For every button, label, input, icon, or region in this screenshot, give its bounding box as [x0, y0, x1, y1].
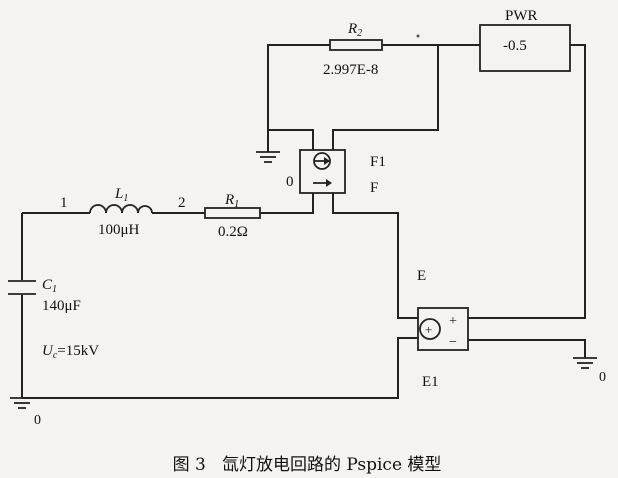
uc-label: Uc=15kV: [42, 343, 99, 361]
wire-r1-f1: [260, 193, 314, 214]
resistor-r1: [204, 207, 261, 219]
e-label: E: [417, 268, 426, 284]
node-0-label: 0: [286, 174, 294, 190]
r2-name: R2: [347, 21, 362, 39]
ground-right: [573, 357, 597, 369]
ground-right-label: 0: [599, 370, 606, 385]
f1-name: F1: [370, 154, 386, 170]
wire-r2-down: [332, 45, 439, 150]
r2-value: 2.997E-8: [323, 62, 378, 78]
pwr-box: [479, 24, 571, 72]
wire-e1-minus: [468, 339, 586, 358]
e1-minus: −: [449, 335, 457, 350]
node-1-label: 1: [60, 195, 68, 211]
l1-name: L1: [114, 186, 128, 204]
c1-name: C1: [42, 277, 57, 295]
wire-e1-bottom: [22, 337, 418, 399]
source-f1: [299, 149, 346, 194]
e1-name: E1: [422, 374, 439, 390]
pwr-label: PWR: [505, 8, 538, 24]
inductor-l1: [89, 204, 153, 214]
speck: [416, 34, 420, 38]
c1-value: 140μF: [42, 298, 81, 314]
wire-pwr-right: [468, 44, 586, 319]
wire-f1-ground: [268, 129, 314, 150]
node-2-label: 2: [178, 195, 186, 211]
f1-terminal: F: [370, 180, 378, 196]
wire-r2-left: [267, 44, 330, 152]
capacitor-c1: [8, 280, 36, 295]
e1-plus: +: [449, 314, 457, 329]
ground-left-label: 0: [34, 413, 41, 428]
figure-caption: 图 3 氙灯放电回路的 Pspice 模型: [173, 455, 442, 475]
pwr-value: -0.5: [503, 38, 527, 54]
r1-name: R1: [224, 192, 239, 210]
resistor-r2: [329, 39, 383, 51]
source-e1: + + −: [417, 307, 469, 351]
ground-left: [10, 397, 34, 409]
wire-f1-e1: [332, 193, 418, 319]
l1-value: 100μH: [98, 222, 140, 238]
r1-value: 0.2Ω: [218, 224, 248, 240]
e1-inner-plus: +: [425, 322, 432, 337]
ground-f1: [256, 151, 280, 163]
